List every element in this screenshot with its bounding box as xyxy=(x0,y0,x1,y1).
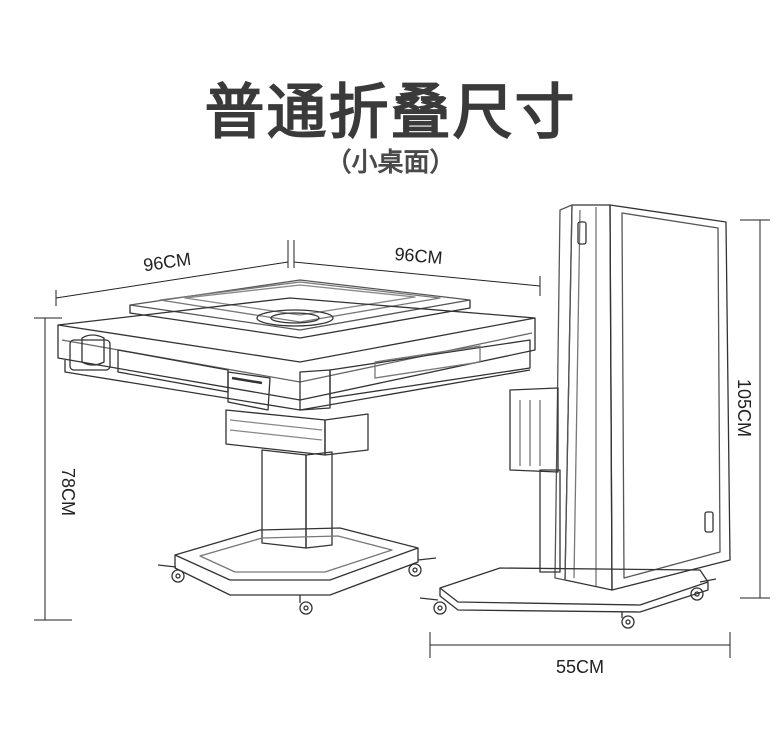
open-table-drawing xyxy=(57,279,536,615)
dimension-label-height-folded: 105CM xyxy=(734,379,754,437)
dimension-label-width-left: 96CM xyxy=(142,249,192,275)
page-subtitle: （小桌面） xyxy=(325,148,456,178)
folded-table-drawing xyxy=(419,204,731,629)
dimension-label-depth-folded: 55CM xyxy=(556,657,604,677)
dimension-label-width-right: 96CM xyxy=(394,244,444,268)
dimension-label-height-open: 78CM xyxy=(58,468,78,516)
page-title: 普通折叠尺寸 xyxy=(204,78,577,148)
